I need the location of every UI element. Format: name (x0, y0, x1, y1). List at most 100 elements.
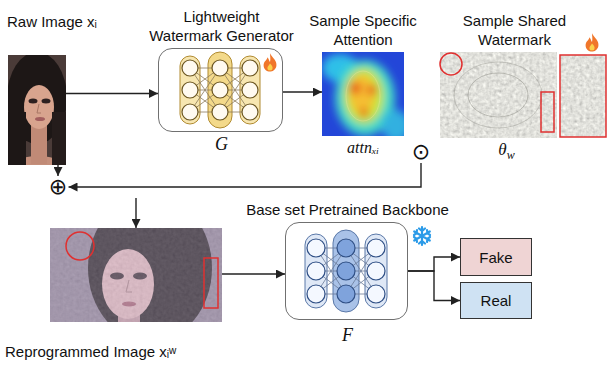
flame (264, 53, 277, 71)
neuron (182, 60, 198, 76)
neck (31, 124, 47, 164)
zoom-panel (560, 55, 606, 137)
neuron (307, 239, 325, 257)
generator-network-icon (180, 52, 260, 128)
raw-face-image (8, 55, 66, 165)
image-caption: Raw Image xᵢ (7, 13, 97, 30)
label-slot: G (202, 134, 242, 156)
neuron (337, 285, 355, 303)
label-slot: Sample Shared Watermark (454, 11, 576, 49)
heat-peak (367, 85, 377, 95)
class-label: Real (481, 293, 512, 308)
image-caption: Reprogrammed Image xᵢʷ (5, 343, 176, 360)
snowflake-arms (414, 227, 430, 245)
neuron (182, 104, 198, 120)
neuron (337, 262, 355, 280)
connector-arrow (408, 257, 460, 271)
neuron (212, 104, 228, 120)
connector-arrow (66, 93, 158, 94)
face (24, 85, 54, 129)
class-label: Fake (479, 250, 512, 265)
operator-node: ⊙ (411, 141, 432, 163)
reprogrammed-face-image (50, 228, 222, 322)
module-title: Lightweight Watermark Generator (149, 8, 294, 44)
connector-arrow (408, 271, 460, 301)
layer-capsule (333, 230, 359, 312)
noise-pattern (440, 52, 557, 138)
image-caption: Sample Specific Attention (309, 12, 417, 48)
fire-icon (586, 33, 599, 51)
label-slot: Lightweight Watermark Generator (147, 7, 296, 45)
watermark-panel: Sample Shared Watermarkθw (440, 52, 557, 138)
label-slot: Raw Image xᵢ (7, 12, 97, 31)
label-slot: θw (477, 140, 537, 163)
face-outline (346, 71, 380, 121)
flame (586, 33, 599, 51)
class-box: Fake (460, 238, 532, 276)
zoom-circle (66, 232, 94, 260)
image-panel: Raw Image xᵢ (8, 55, 66, 165)
label-slot: attnₓᵢ (323, 138, 403, 157)
neuron (212, 60, 228, 76)
zoom-rect (541, 92, 554, 132)
neuron (242, 60, 258, 76)
backbone-network-icon (305, 230, 387, 312)
neuron (182, 82, 198, 98)
layer-capsule (180, 56, 200, 124)
eye (29, 99, 38, 104)
label-slot: Sample Specific Attention (302, 11, 424, 49)
hair (52, 112, 66, 165)
flame-core (589, 44, 594, 51)
neuron (307, 262, 325, 280)
flame-core (267, 64, 272, 71)
label-slot: Base set Pretrained Backbone (228, 200, 468, 219)
attention-heatmap (322, 52, 404, 136)
zoom-rect (204, 258, 218, 308)
ripple (454, 62, 542, 128)
heatmap-panel: Sample Specific Attentionattnₓᵢ (322, 52, 404, 136)
neuron (307, 285, 325, 303)
connector-arrow (283, 91, 322, 92)
photo-background (50, 228, 222, 322)
operator-symbol: ⊕ (49, 176, 67, 198)
layer-capsule (208, 52, 232, 128)
zoom-circle (440, 53, 462, 75)
heat-region (344, 68, 384, 124)
backbone-box: Base set Pretrained BackboneF (285, 222, 408, 320)
watermark-overlay (50, 228, 222, 322)
nose (37, 104, 41, 113)
math-subscript: w (507, 148, 515, 162)
class-box: Real (460, 282, 532, 319)
math-symbol: G (215, 134, 228, 154)
neuron (337, 239, 355, 257)
connector-arrow (222, 273, 285, 274)
heat-region (382, 110, 404, 136)
label-slot: Reprogrammed Image xᵢʷ (5, 342, 176, 361)
image-panel: Reprogrammed Image xᵢʷ (50, 228, 222, 322)
fire-icon (264, 53, 277, 71)
watermark-texture (440, 52, 606, 138)
connector-arrow (57, 165, 58, 176)
operator-node: ⊕ (48, 176, 69, 198)
math-symbol: F (342, 325, 353, 345)
neuron (242, 104, 258, 120)
module-title: Base set Pretrained Backbone (246, 201, 449, 218)
neuron (367, 239, 385, 257)
layer-capsule (365, 234, 387, 308)
neuron (367, 262, 385, 280)
neuron (212, 82, 228, 98)
layer-capsule (305, 234, 327, 308)
neuron (367, 285, 385, 303)
neuron (242, 82, 258, 98)
image-caption: Sample Shared Watermark (463, 12, 566, 48)
generator-box: Lightweight Watermark GeneratorG (158, 48, 283, 132)
heat-peak (349, 82, 361, 94)
connector-arrow (69, 163, 422, 187)
zoom-frame (560, 55, 606, 137)
operator-symbol: ⊙ (412, 141, 430, 163)
hair (8, 112, 26, 165)
eye (42, 99, 51, 104)
heat-peak (359, 108, 369, 118)
snowflake-icon (414, 227, 430, 245)
